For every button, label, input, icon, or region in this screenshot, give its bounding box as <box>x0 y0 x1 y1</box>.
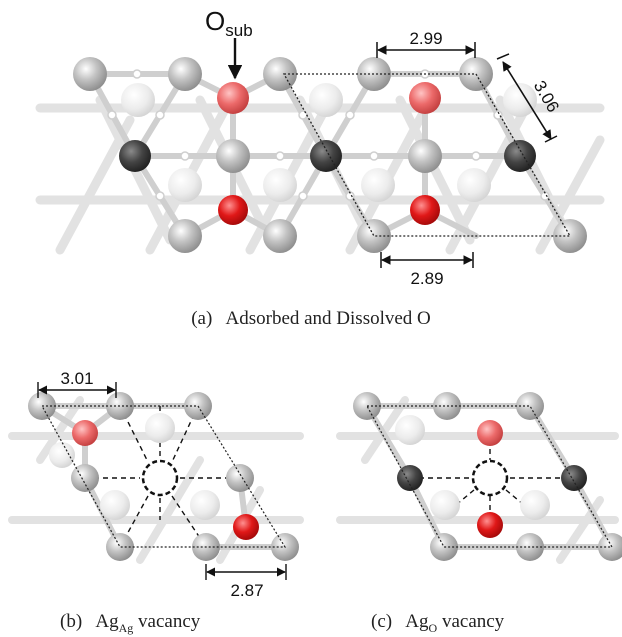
panel-b-dimension-bottom: 2.87 <box>205 564 287 600</box>
panel-a-oxygen-dissolved-atoms <box>218 195 440 225</box>
caption-b-main: Ag <box>95 611 119 632</box>
panel-a-ag-atoms <box>73 57 587 253</box>
caption-b-letter: (b) <box>60 611 83 632</box>
caption-c-main: Ag <box>405 611 429 632</box>
panel-c-unit-cell <box>365 405 614 548</box>
caption-b-rest: vacancy <box>138 611 201 632</box>
caption-panel-b: (b) AgAg vacancy <box>60 611 200 636</box>
dimension-label-2-87: 2.87 <box>230 581 263 600</box>
caption-c-sub: O <box>428 620 438 635</box>
panel-c-structure <box>336 392 622 564</box>
caption-a-letter: (a) <box>191 308 213 329</box>
panel-c-oxygen-surface-atom <box>477 420 503 446</box>
panel-c-vacancy-site <box>471 459 509 497</box>
panel-b-vacancy-site <box>141 459 179 497</box>
panel-a-unit-cell <box>282 73 572 237</box>
panel-b-dimension-top: 3.01 <box>37 369 117 398</box>
panel-c-oxygen-dissolved-atom <box>477 512 503 538</box>
panel-a-background-lattice <box>35 95 605 255</box>
caption-panel-c: (c) AgO vacancy <box>371 611 504 636</box>
caption-c-letter: (c) <box>371 611 393 632</box>
caption-a-text: Adsorbed and Dissolved O <box>225 308 431 329</box>
caption-panel-a: (a) Adsorbed and Dissolved O <box>0 308 622 330</box>
panel-a-structure: Osub 2.99 3.06 2.89 <box>35 6 605 288</box>
panel-b-subsurface-ag-atoms <box>49 413 220 520</box>
panel-a-dimension-bottom: 2.89 <box>380 252 474 288</box>
osub-label: Osub <box>205 6 253 40</box>
dimension-label-2-99: 2.99 <box>409 29 442 48</box>
panel-a-oxygen-surface-atoms <box>217 82 441 114</box>
panel-c-subsurface-ag-atoms <box>395 415 550 520</box>
dimension-label-2-89: 2.89 <box>410 269 443 288</box>
panel-c-ag-atoms <box>353 392 622 561</box>
panel-b-oxygen-surface-atom <box>72 420 98 446</box>
panel-a-small-bond-atoms <box>107 69 550 201</box>
panel-c-dark-ag-atoms <box>397 465 587 491</box>
panel-a-osub-callout: Osub <box>205 6 253 80</box>
panel-a-dimension-top: 2.99 <box>376 29 476 58</box>
dimension-label-3-01: 3.01 <box>60 369 93 388</box>
caption-c-rest: vacancy <box>441 611 505 632</box>
panel-b-unit-cell <box>40 405 287 548</box>
caption-b-sub: Ag <box>118 620 134 635</box>
panel-b-structure: 3.01 2.87 <box>8 369 304 600</box>
panel-b-oxygen-dissolved-atom <box>233 514 259 540</box>
